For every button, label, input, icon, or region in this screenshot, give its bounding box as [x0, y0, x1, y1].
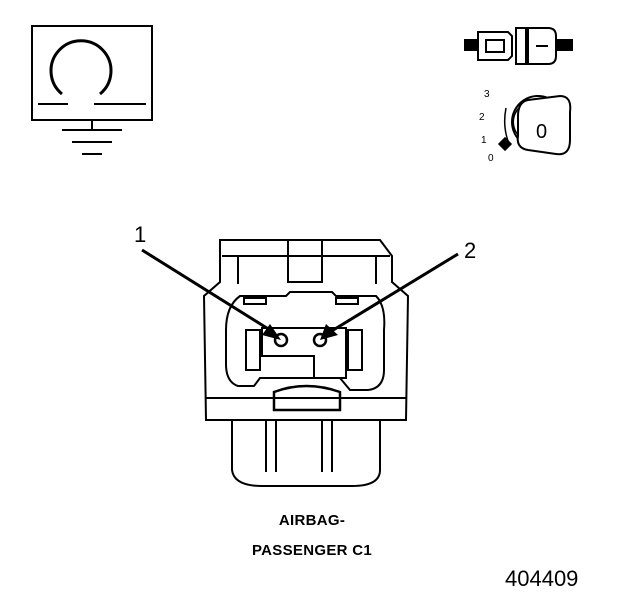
key-position-3: 3	[484, 89, 490, 100]
connector-face	[202, 239, 410, 487]
connector-caption-line-2: PASSENGER C1	[251, 542, 373, 559]
pin-1-arrow	[141, 248, 281, 340]
pin-2-arrow	[320, 252, 459, 340]
key-position-0: 0	[488, 153, 494, 164]
pin-2-label: 2	[464, 238, 476, 263]
ignition-key-off-icon: 3 2 1 0 0	[479, 89, 572, 164]
key-label: 0	[536, 121, 547, 143]
pin-1-label: 1	[134, 222, 146, 247]
figure-number: 404409	[505, 566, 579, 591]
ohmmeter-ground-icon	[31, 25, 153, 155]
key-position-1: 1	[481, 135, 487, 146]
key-position-2: 2	[479, 112, 485, 123]
connector-disconnected-icon	[464, 27, 573, 65]
connector-caption-line-1: AIRBAG-	[278, 512, 346, 529]
